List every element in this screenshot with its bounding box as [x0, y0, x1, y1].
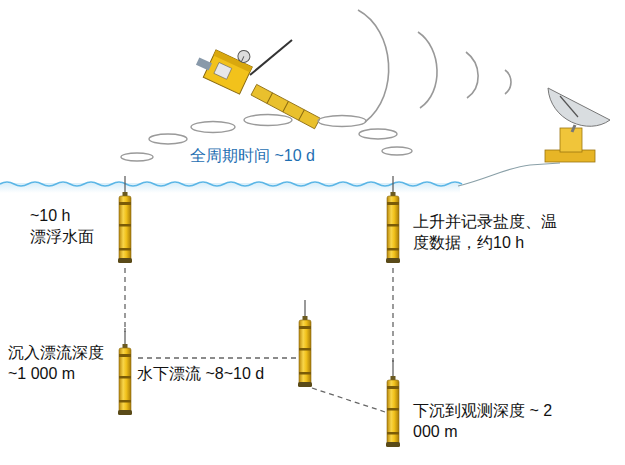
- ascent-label: 上升并记录盐度、温度数据，约10 h: [413, 212, 565, 254]
- argo-float: [118, 176, 132, 263]
- surface-label: ~10 h 漂浮水面: [30, 206, 110, 248]
- ground-station: [545, 88, 610, 162]
- argo-float: [298, 300, 312, 387]
- signal-arcs: [358, 10, 511, 122]
- argo-float: [386, 360, 400, 447]
- profile-depth-label: 下沉到观测深度 ~ 2 000 m: [413, 401, 563, 443]
- satellite: [196, 39, 320, 129]
- argo-float: [118, 328, 132, 415]
- park-depth-label: 沉入漂流深度 ~1 000 m: [8, 343, 108, 385]
- cycle-time-label: 全周期时间 ~10 d: [190, 146, 315, 167]
- argo-float: [386, 176, 400, 263]
- shore-line: [458, 163, 560, 186]
- float-path: [125, 268, 393, 412]
- drift-label: 水下漂流 ~8~10 d: [137, 364, 264, 385]
